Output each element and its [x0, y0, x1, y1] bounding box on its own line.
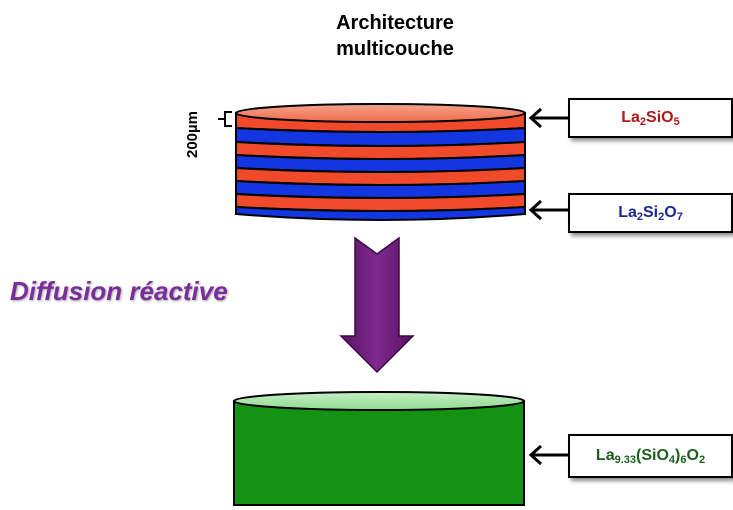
- formula-part: (SiO: [636, 447, 669, 464]
- formula-subscript: 5: [673, 116, 680, 128]
- layer-thickness-label: 200µm: [184, 110, 201, 158]
- formula-subscript: 4: [668, 454, 676, 466]
- multilayer-stack: [235, 103, 526, 221]
- arrow-to-apatite: [528, 444, 568, 466]
- stack-top-surface: [235, 103, 526, 123]
- formula-subscript: 2: [658, 211, 665, 223]
- formula-part: O: [686, 447, 699, 464]
- formula-subscript: 2: [639, 116, 647, 128]
- formula-part: ): [675, 447, 681, 464]
- formula-part: La: [618, 204, 637, 221]
- title-line-1: Architecture: [336, 12, 454, 34]
- layer-blue-4: [235, 205, 526, 221]
- title-line-2: multicouche: [336, 38, 454, 60]
- formula-subscript: 2: [636, 211, 643, 223]
- label-apatite: La9.33(SiO4)6O2: [568, 434, 733, 478]
- formula-subscript: 6: [680, 454, 687, 466]
- cylinder-body: [233, 400, 525, 506]
- thickness-bracket: [218, 111, 232, 127]
- result-cylinder: [233, 391, 525, 506]
- formula-subscript: 9.33: [614, 454, 637, 466]
- process-label: Diffusion réactive: [10, 276, 228, 306]
- formula-part: O: [664, 204, 677, 221]
- formula-part: La: [621, 109, 640, 126]
- label-la2si2o7: La2Si2O7: [568, 193, 733, 233]
- formula-subscript: 7: [676, 211, 683, 223]
- label-la2sio5: La2SiO5: [568, 98, 733, 138]
- diffusion-arrow: [339, 236, 415, 374]
- arrow-to-la2si2o7: [528, 199, 568, 221]
- formula-part: SiO: [646, 109, 674, 126]
- formula-part: La: [595, 447, 615, 464]
- diagram-title: Architecture multicouche: [270, 10, 520, 62]
- cylinder-top-surface: [233, 391, 525, 411]
- arrow-to-la2sio5: [528, 107, 568, 129]
- formula-part: Si: [642, 204, 659, 221]
- formula-subscript: 2: [698, 454, 706, 466]
